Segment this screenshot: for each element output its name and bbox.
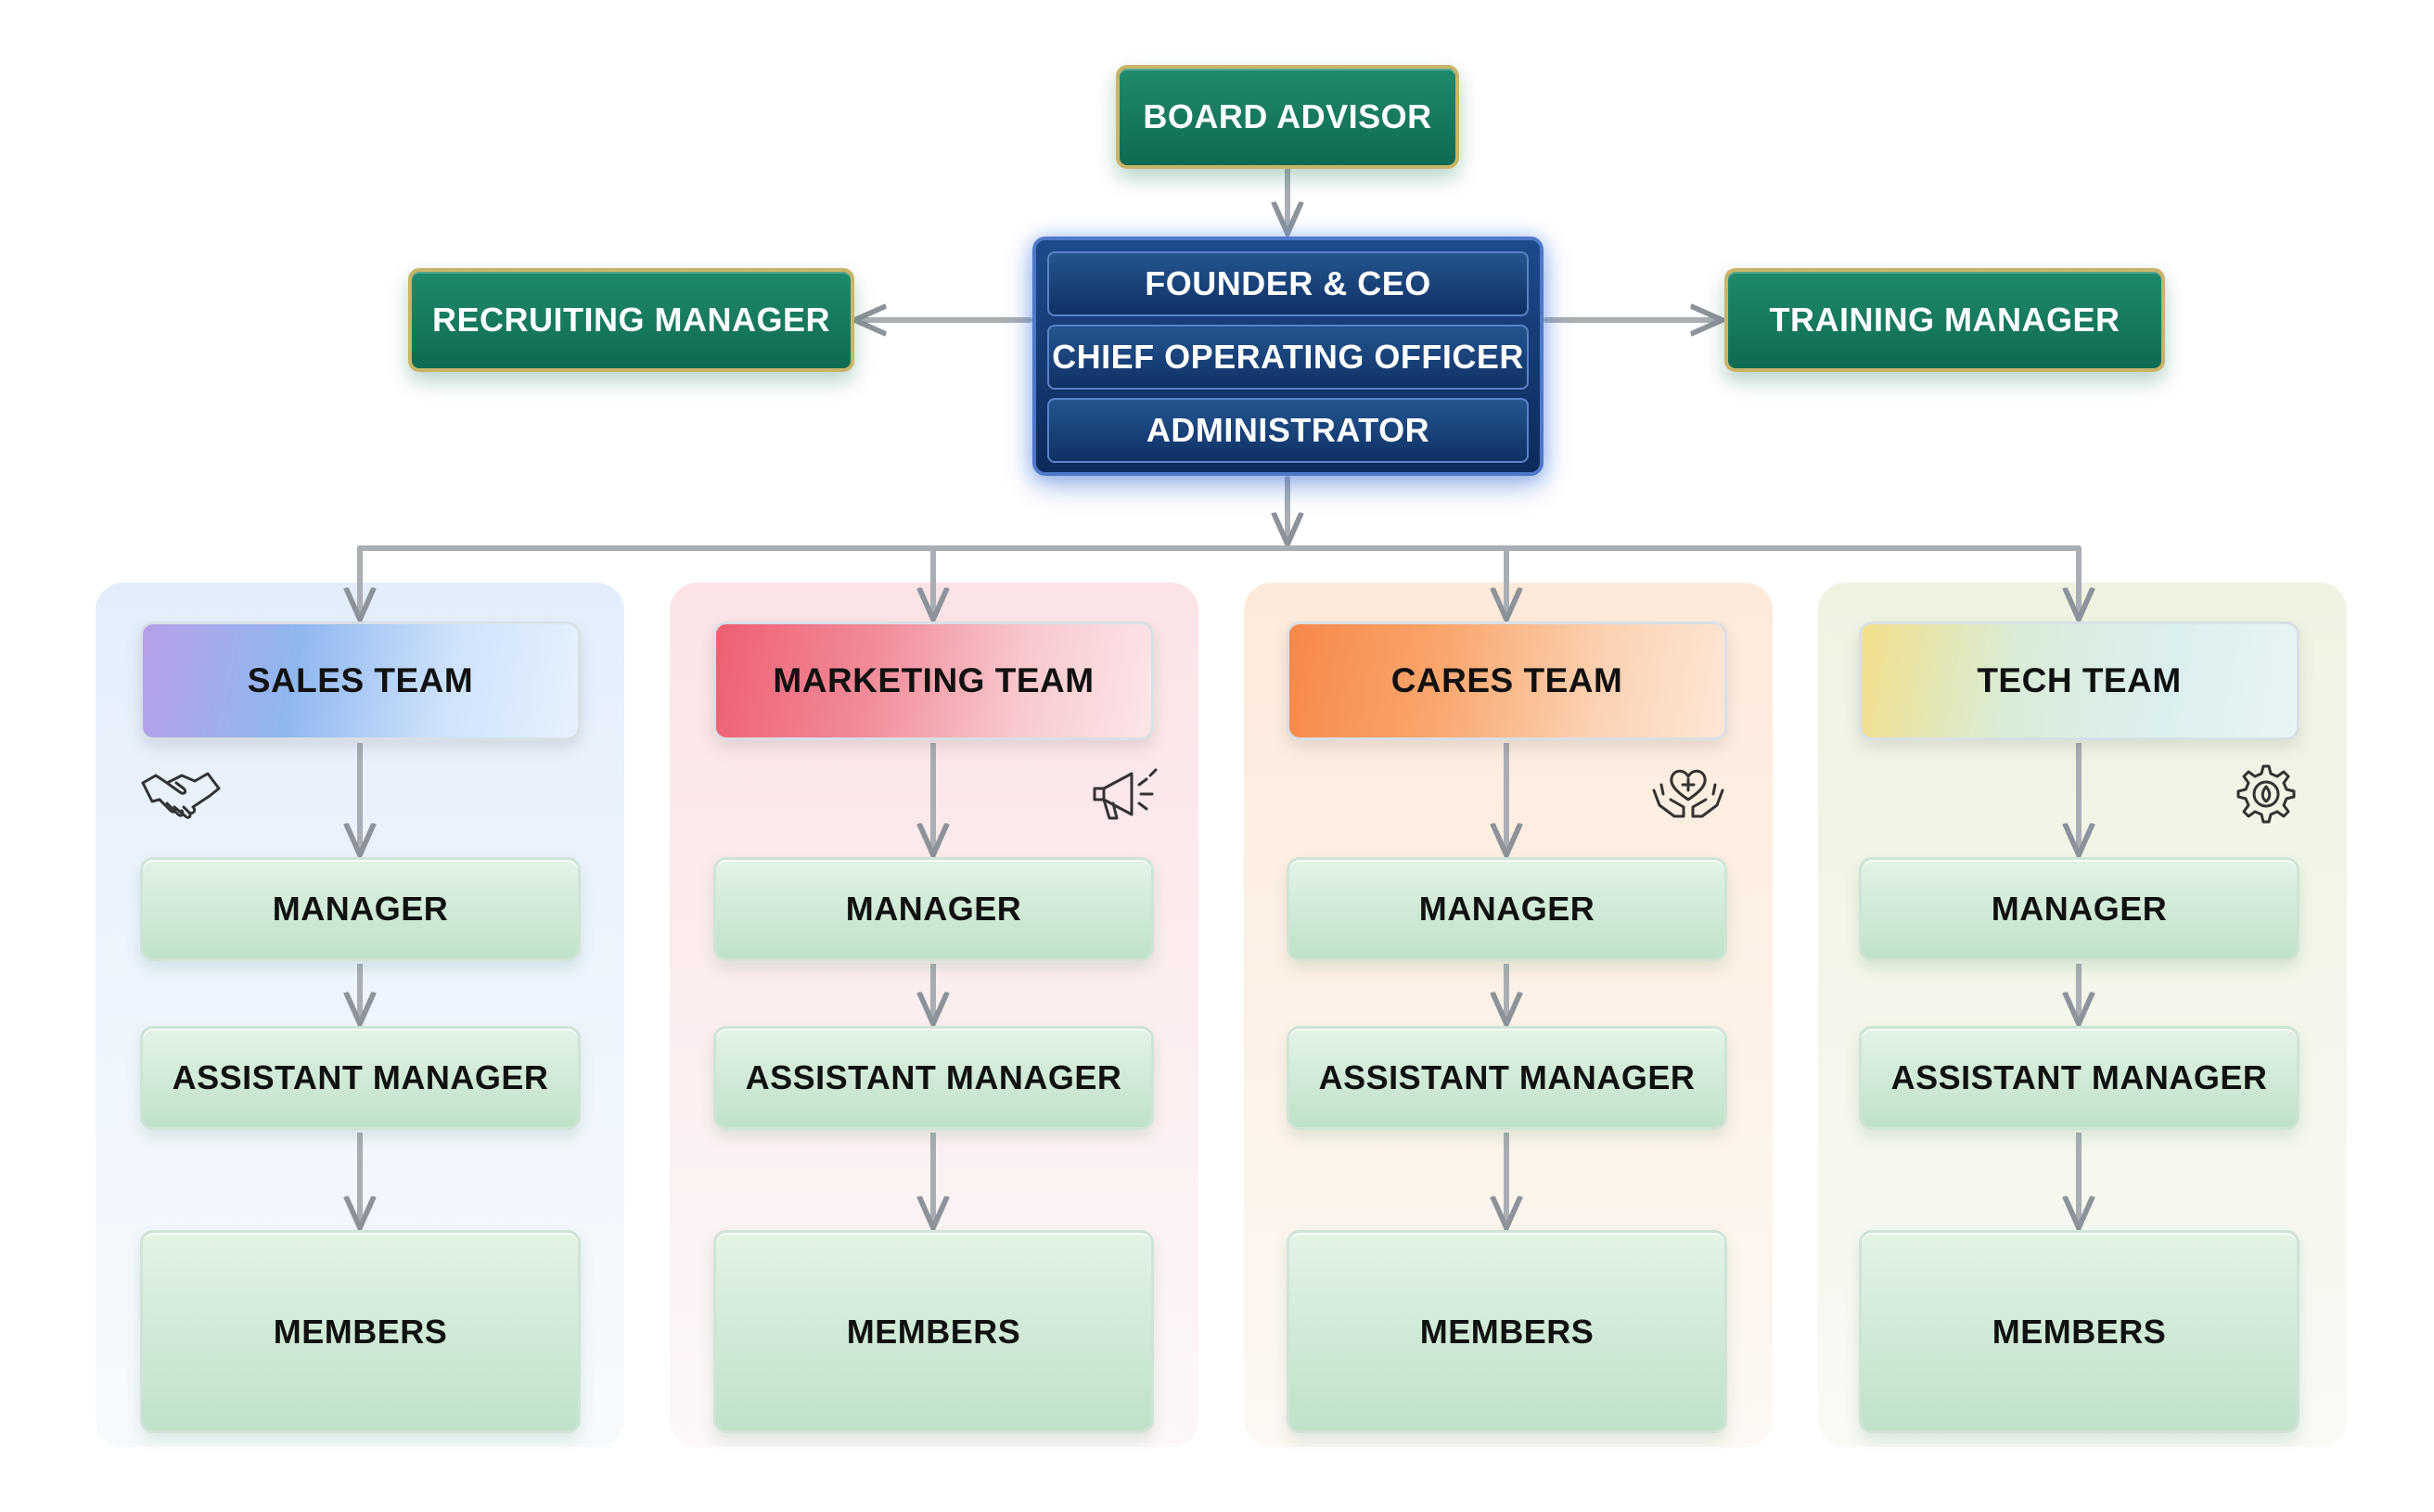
megaphone-icon xyxy=(1093,768,1158,820)
sales-assistant-manager-box: ASSISTANT MANAGER xyxy=(140,1026,581,1130)
sales-manager-box: MANAGER xyxy=(140,857,581,961)
handshake-icon xyxy=(141,772,221,819)
marketing-assistant-manager-box: ASSISTANT MANAGER xyxy=(713,1026,1154,1130)
tech-assistant-manager-box: ASSISTANT MANAGER xyxy=(1859,1026,2299,1130)
cares-members-box: MEMBERS xyxy=(1287,1230,1727,1433)
marketing-team-box: MARKETING TEAM xyxy=(713,621,1154,740)
coo-box: CHIEF OPERATING OFFICER xyxy=(1047,325,1529,390)
cares-team-box: CARES TEAM xyxy=(1287,621,1727,740)
board-advisor-box: BOARD ADVISOR xyxy=(1116,65,1459,169)
tech-team-box: TECH TEAM xyxy=(1859,621,2299,740)
marketing-manager-box: MANAGER xyxy=(713,857,1154,961)
training-manager-box: TRAINING MANAGER xyxy=(1724,268,2165,372)
tech-members-box: MEMBERS xyxy=(1859,1230,2299,1433)
administrator-box: ADMINISTRATOR xyxy=(1047,398,1529,463)
heart-hands-icon xyxy=(1652,769,1724,818)
marketing-members-box: MEMBERS xyxy=(713,1230,1154,1433)
founder-ceo-box: FOUNDER & CEO xyxy=(1047,251,1529,316)
cares-assistant-manager-box: ASSISTANT MANAGER xyxy=(1287,1026,1727,1130)
executive-block: FOUNDER & CEO CHIEF OPERATING OFFICER AD… xyxy=(1032,237,1544,476)
recruiting-manager-box: RECRUITING MANAGER xyxy=(408,268,854,372)
gear-icon xyxy=(2236,764,2296,824)
sales-team-box: SALES TEAM xyxy=(140,621,581,740)
cares-manager-box: MANAGER xyxy=(1287,857,1727,961)
tech-manager-box: MANAGER xyxy=(1859,857,2299,961)
sales-members-box: MEMBERS xyxy=(140,1230,581,1433)
